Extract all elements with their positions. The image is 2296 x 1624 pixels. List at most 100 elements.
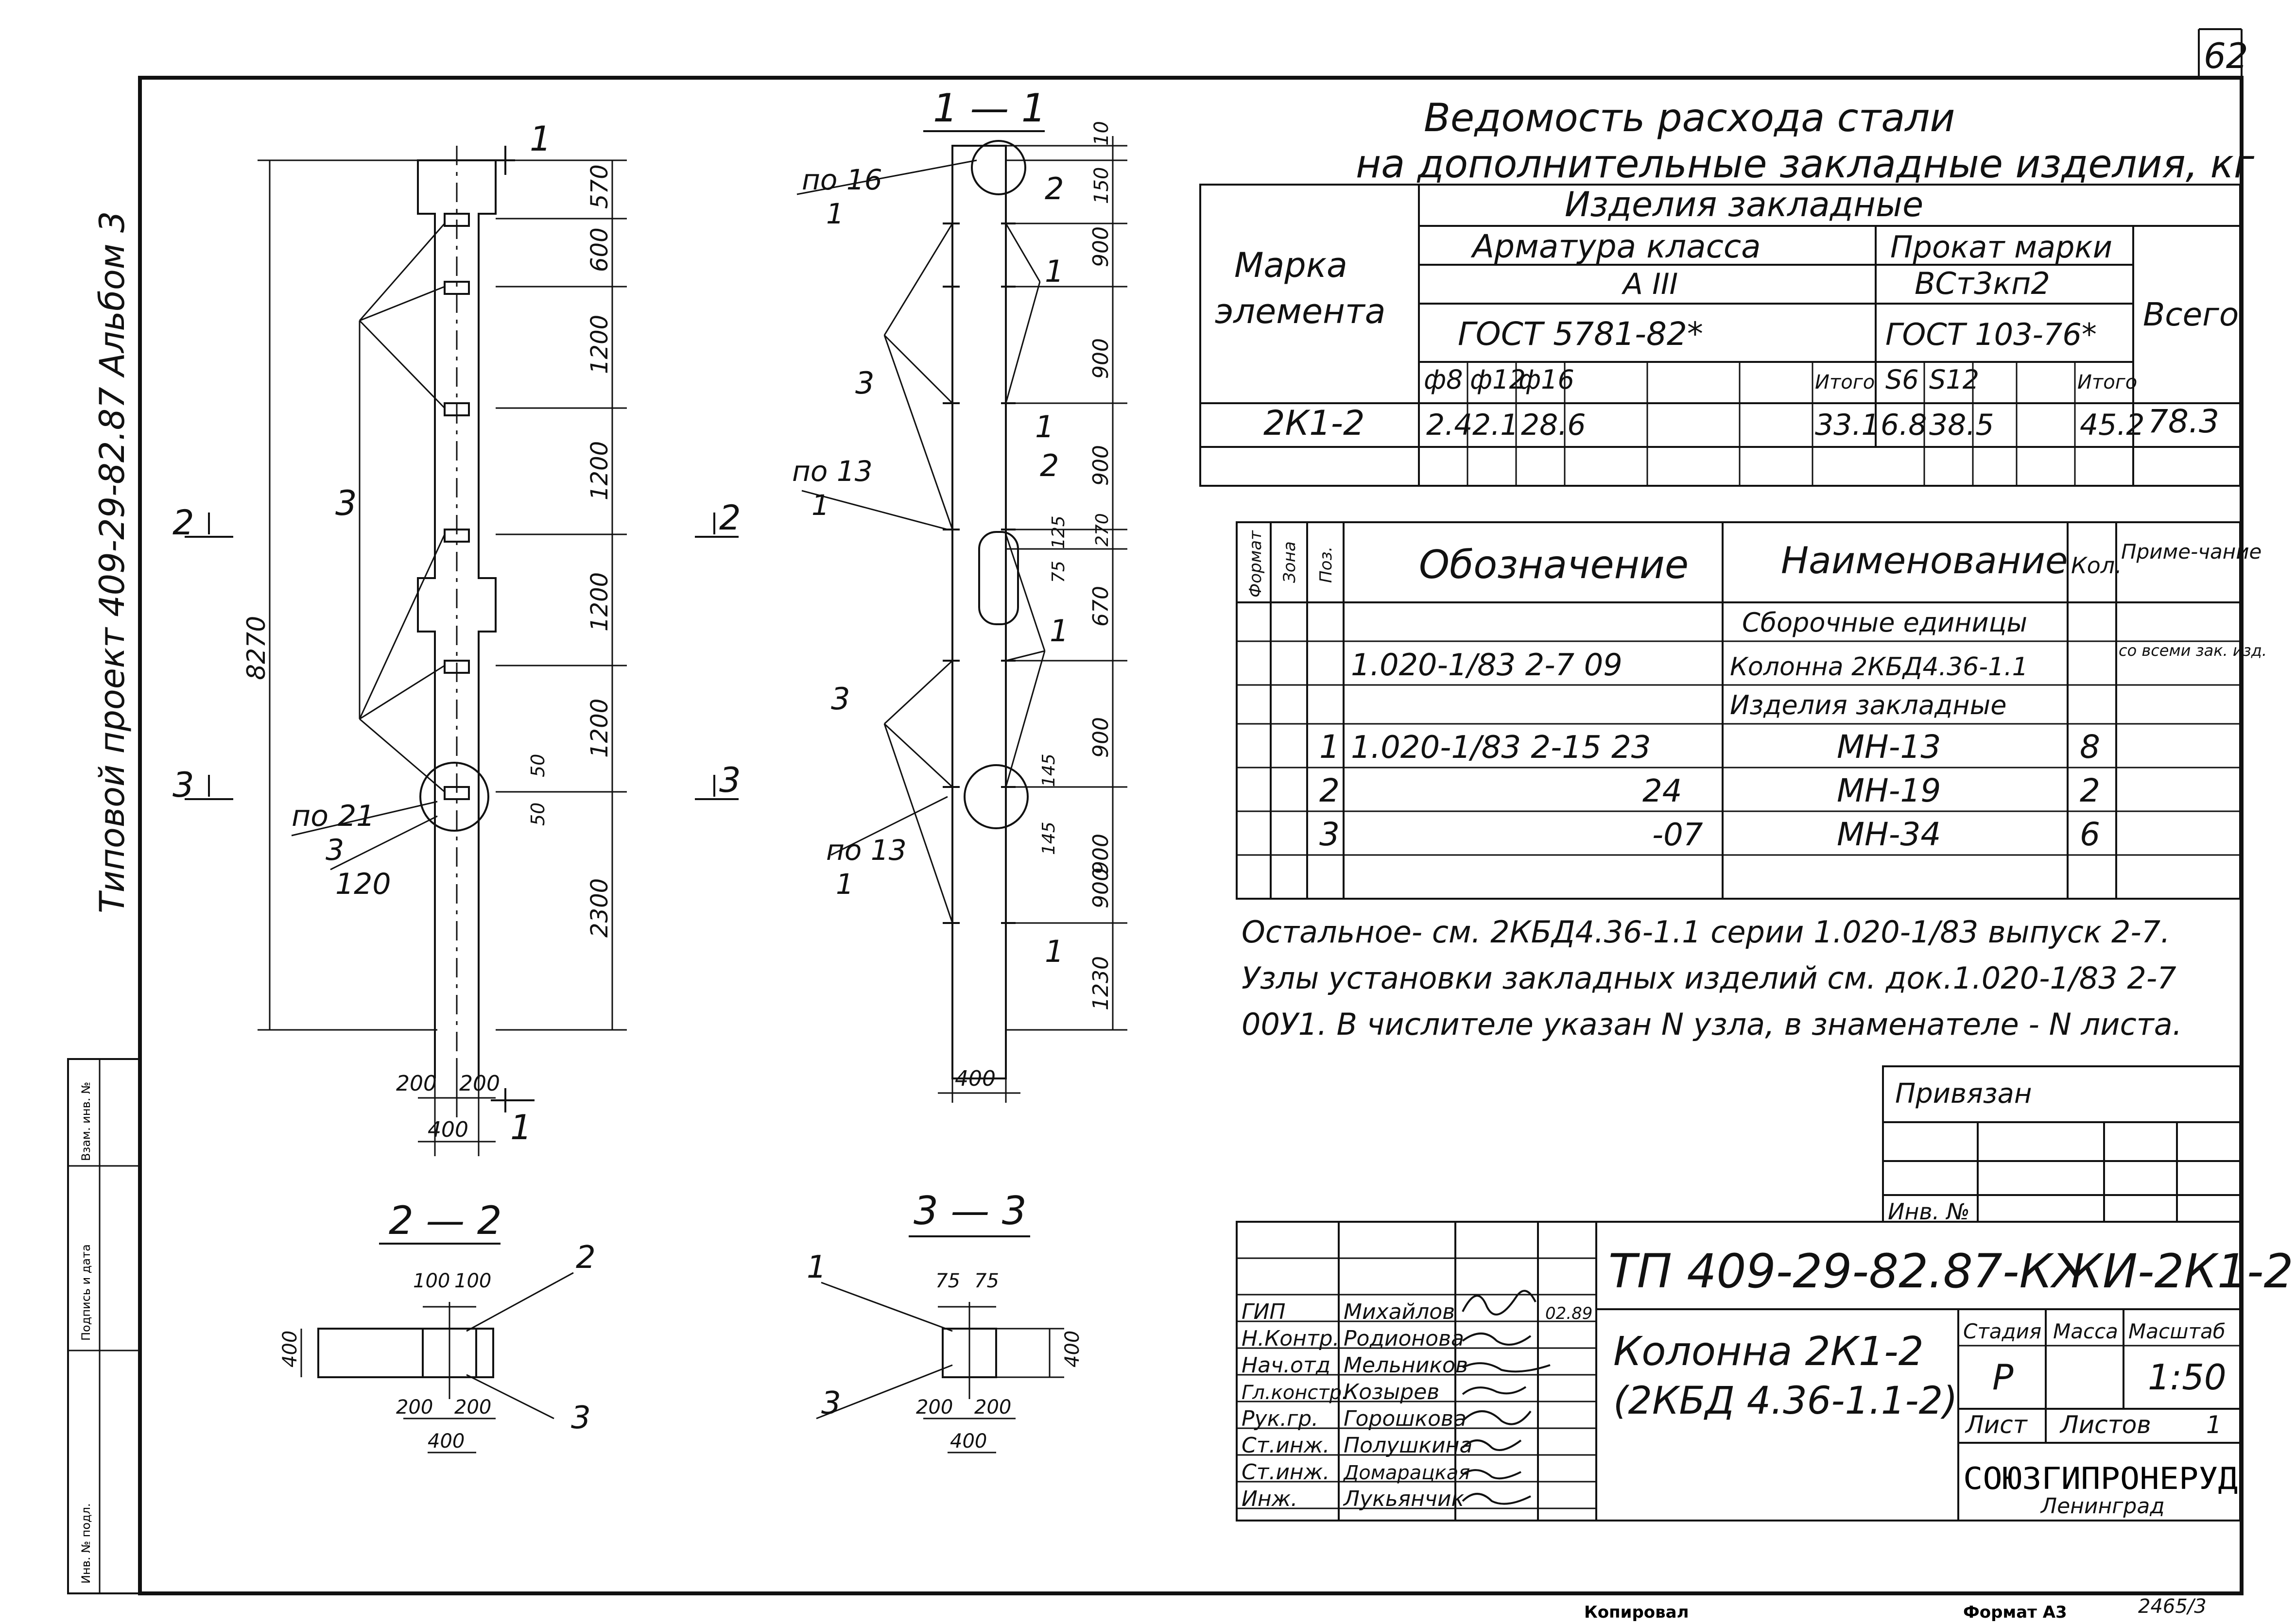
spec-row-3-name: МН-13 <box>1837 728 1941 766</box>
dim-chain-right <box>496 159 627 1031</box>
node-circle <box>419 762 489 832</box>
sheet-number: 62 <box>2204 35 2248 76</box>
role: Н.Контр. <box>1242 1326 1340 1351</box>
steel-table: Ведомость расхода стали на дополнительны… <box>1199 95 2255 487</box>
person: Родионова <box>1344 1326 1464 1351</box>
embed-plate <box>444 213 470 227</box>
pos-label: 1 <box>1045 254 1064 289</box>
pos-label: 3 <box>831 681 850 717</box>
dim-1200-b: 1200 <box>586 441 613 500</box>
person: Мельников <box>1344 1353 1468 1378</box>
pos-label: 1 <box>1035 409 1054 444</box>
mass-label: Масса <box>2053 1319 2118 1343</box>
sub-col-total-a: Итого <box>1815 371 1875 393</box>
steel-table-title-1: Ведомость расхода стали <box>1424 95 1955 140</box>
binding-block: Привязан Инв. № <box>1882 1065 2241 1225</box>
note-line: 00У1. В числителе указан N узла, в знаме… <box>1242 1007 2182 1042</box>
cell-f8: 2.4 <box>1426 408 1472 442</box>
sheets-label: Листов <box>2059 1411 2151 1439</box>
dim-570: 570 <box>586 164 613 209</box>
spec-row-2-name: Изделия закладные <box>1730 690 2006 720</box>
total-height: 8270 <box>242 616 271 680</box>
section-1-1-dim-chain <box>1006 136 1127 1031</box>
total-header: Всего <box>2143 296 2239 333</box>
spec-row-3-pos: 1 <box>1319 728 1340 766</box>
dim-bottom-200-b: 200 <box>459 1071 500 1096</box>
sub-col-f16: ф16 <box>1519 364 1574 395</box>
person: Козырев <box>1344 1380 1439 1404</box>
spec-row-3-qty: 8 <box>2080 728 2100 766</box>
pos: 3 <box>571 1400 591 1436</box>
sub-col-total-b: Итого <box>2077 371 2137 393</box>
spec-row-5-qty: 6 <box>2080 816 2100 853</box>
signature-scribbles <box>1462 1290 1551 1505</box>
dim-bottom-400: 400 <box>428 1117 468 1142</box>
section-3-3-leaders <box>816 1282 1064 1453</box>
section-2-2-title: 2 — 2 <box>389 1198 502 1243</box>
role: Рук.гр. <box>1242 1406 1318 1431</box>
dim: 100 <box>454 1270 491 1292</box>
spec-table: Формат Зона Поз. Обозначение Наименовани… <box>1236 521 2267 900</box>
cut-3-left: 3 <box>173 765 194 805</box>
dim-2300: 2300 <box>586 878 613 938</box>
side-dim: 125 <box>1049 515 1069 549</box>
footer-archive: 2465/3 <box>2138 1595 2207 1618</box>
dim-bottom <box>418 1030 496 1156</box>
mark-header-2: элемента <box>1215 291 1386 331</box>
steel-table-title-2: на дополнительные закладные изделия, кг <box>1356 141 2255 187</box>
dim: 75 <box>974 1270 999 1292</box>
section-1-1-width: 400 <box>955 1066 996 1091</box>
section-1-1-ref-b-bottom: 1 <box>811 489 829 522</box>
row-mark: 2К1-2 <box>1263 403 1365 443</box>
footer-copied: Копировал <box>1584 1603 1689 1622</box>
spec-row-1-name: Колонна 2КБД4.36-1.1 <box>1730 652 2028 682</box>
item-name-2: (2КБД 4.36-1.1-2) <box>1613 1379 1958 1423</box>
person: Михайлов <box>1344 1299 1455 1324</box>
embed-plate <box>444 660 470 674</box>
cell-grand-total: 78.3 <box>2148 403 2219 440</box>
role: Ст.инж. <box>1242 1433 1329 1458</box>
stage-label: Стадия <box>1963 1319 2041 1343</box>
note-line: Узлы установки закладных изделий см. док… <box>1242 960 2176 996</box>
section-1-1-ref-b-top: по 13 <box>792 455 873 488</box>
section-cut-marker-2 <box>185 513 739 538</box>
dim: 200 <box>916 1396 953 1419</box>
side-dim: 145 <box>1039 821 1059 855</box>
spec-row-0-name: Сборочные единицы <box>1742 607 2027 638</box>
spec-row-5-pos: 3 <box>1319 816 1340 853</box>
section-1-1-node-mid <box>964 764 1029 829</box>
scale-label: Масштаб <box>2128 1319 2226 1343</box>
spec-row-4-pos: 2 <box>1319 772 1340 809</box>
section-1-1-ref-a-bottom: 1 <box>826 197 844 230</box>
footer-format: Формат А3 <box>1963 1603 2067 1622</box>
dim-bottom-200-a: 200 <box>396 1071 437 1096</box>
dim-600: 600 <box>586 227 613 272</box>
spec-row-4-name: МН-19 <box>1837 772 1941 809</box>
section-2-2-view: 2 — 2 100 100 200 200 400 400 2 3 <box>279 1198 596 1453</box>
group-header: Изделия закладные <box>1565 185 1923 224</box>
section-1-1-ref-c-top: по 13 <box>826 834 907 867</box>
sub-col-s12: S12 <box>1929 364 1979 395</box>
spec-row-1-designation: 1.020-1/83 2-7 09 <box>1351 647 1623 683</box>
dim-900: 900 <box>1088 338 1113 379</box>
person: Домарацкая <box>1343 1462 1470 1484</box>
spec-header-pos: Поз. <box>1316 547 1336 583</box>
city: Ленинград <box>2040 1494 2165 1519</box>
elevation-view: 3 по 21 3 120 1 1 2 2 3 3 <box>173 119 741 1156</box>
spec-row-5-designation: -07 <box>1652 817 1703 853</box>
embed-plate <box>444 402 470 416</box>
dim: 75 <box>935 1270 960 1292</box>
left-stamp-label-sign: Подпись и дата <box>79 1244 93 1341</box>
rolled-header-1: Прокат марки <box>1890 229 2112 265</box>
dim: 200 <box>396 1396 433 1419</box>
section-1-1-ref-a-top: по 16 <box>802 163 882 196</box>
role: Нач.отд <box>1242 1353 1330 1378</box>
cell-s12: 38.5 <box>1929 408 1994 442</box>
cell-f12: 2.1 <box>1472 408 1519 442</box>
section-cut-marker-3 <box>185 775 739 800</box>
cell-total-a: 33.1 <box>1815 408 1880 442</box>
cut-3-right: 3 <box>719 760 741 800</box>
dim: 400 <box>279 1331 301 1368</box>
dim: 200 <box>454 1396 491 1419</box>
